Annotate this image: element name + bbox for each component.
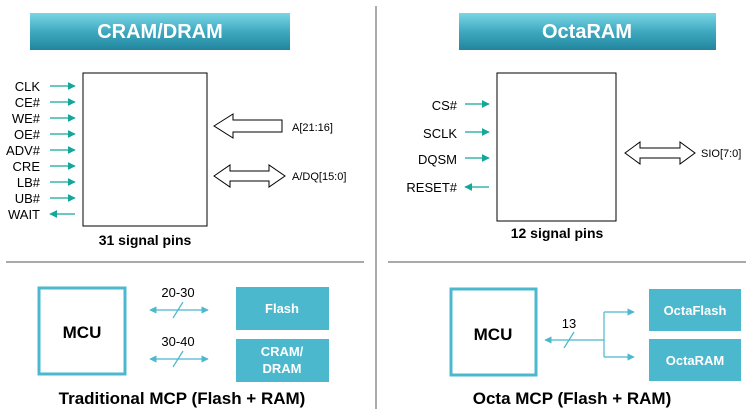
left-mcp-caption: Traditional MCP (Flash + RAM): [59, 389, 306, 408]
right-flash-label: OctaFlash: [664, 303, 727, 318]
left-line-count-bottom: 30-40: [161, 334, 194, 349]
signal-label: WAIT: [8, 207, 40, 222]
left-line-count-top: 20-30: [161, 285, 194, 300]
right-signal-list: CS# SCLK DQSM RESET#: [406, 98, 457, 195]
signal-label: CE#: [15, 95, 41, 110]
address-bus-label: A[21:16]: [292, 122, 333, 134]
right-mcp-caption: Octa MCP (Flash + RAM): [473, 389, 672, 408]
left-bottom-bus: [149, 350, 209, 368]
right-pin-count-caption: 12 signal pins: [511, 225, 604, 241]
bus-slash-icon: [563, 331, 575, 349]
left-top-bus: [149, 301, 209, 319]
left-signal-arrows: [49, 82, 76, 218]
left-signal-list: CLK CE# WE# OE# ADV# CRE LB# UB# WAIT: [6, 79, 41, 222]
left-ram-label-line2: DRAM: [263, 361, 302, 376]
address-data-bus-arrow-icon: [213, 164, 286, 188]
left-flash-box: [236, 287, 329, 330]
signal-label: OE#: [14, 127, 41, 142]
right-signal-arrows: [464, 100, 490, 191]
right-ram-box: [649, 339, 741, 381]
right-bus: [544, 308, 635, 361]
sio-bus-arrow-icon: [624, 141, 696, 165]
cram-dram-chip: [82, 72, 208, 227]
signal-label: WE#: [12, 111, 41, 126]
bus-slash-icon: [172, 350, 184, 368]
right-banner: OctaRAM: [459, 13, 716, 50]
left-ram-box: [236, 339, 329, 382]
right-mcu-box: [449, 287, 538, 377]
left-pin-count-caption: 31 signal pins: [99, 232, 192, 248]
signal-label: CRE: [13, 159, 41, 174]
left-banner: CRAM/DRAM: [30, 13, 290, 50]
right-ram-label: OctaRAM: [666, 353, 725, 368]
address-bus-arrow-icon: [213, 113, 283, 139]
signal-label: RESET#: [406, 180, 457, 195]
right-mcu-label: MCU: [474, 325, 513, 344]
signal-label: CS#: [432, 98, 458, 113]
right-flash-box: [649, 289, 741, 331]
address-data-bus-label: A/DQ[15:0]: [292, 171, 346, 183]
signal-label: SCLK: [423, 126, 457, 141]
signal-label: LB#: [17, 175, 41, 190]
signal-label: CLK: [15, 79, 41, 94]
right-banner-title: OctaRAM: [542, 21, 632, 43]
left-mcu-label: MCU: [63, 323, 102, 342]
left-flash-label: Flash: [265, 301, 299, 316]
left-ram-label-line1: CRAM/: [261, 344, 304, 359]
octaram-chip: [496, 72, 617, 222]
left-banner-title: CRAM/DRAM: [97, 21, 223, 43]
signal-label: UB#: [15, 191, 41, 206]
right-line-count: 13: [562, 316, 576, 331]
signal-label: ADV#: [6, 143, 41, 158]
left-mcu-box: [37, 286, 127, 376]
signal-label: DQSM: [418, 152, 457, 167]
sio-bus-label: SIO[7:0]: [701, 148, 741, 160]
bus-slash-icon: [172, 301, 184, 319]
